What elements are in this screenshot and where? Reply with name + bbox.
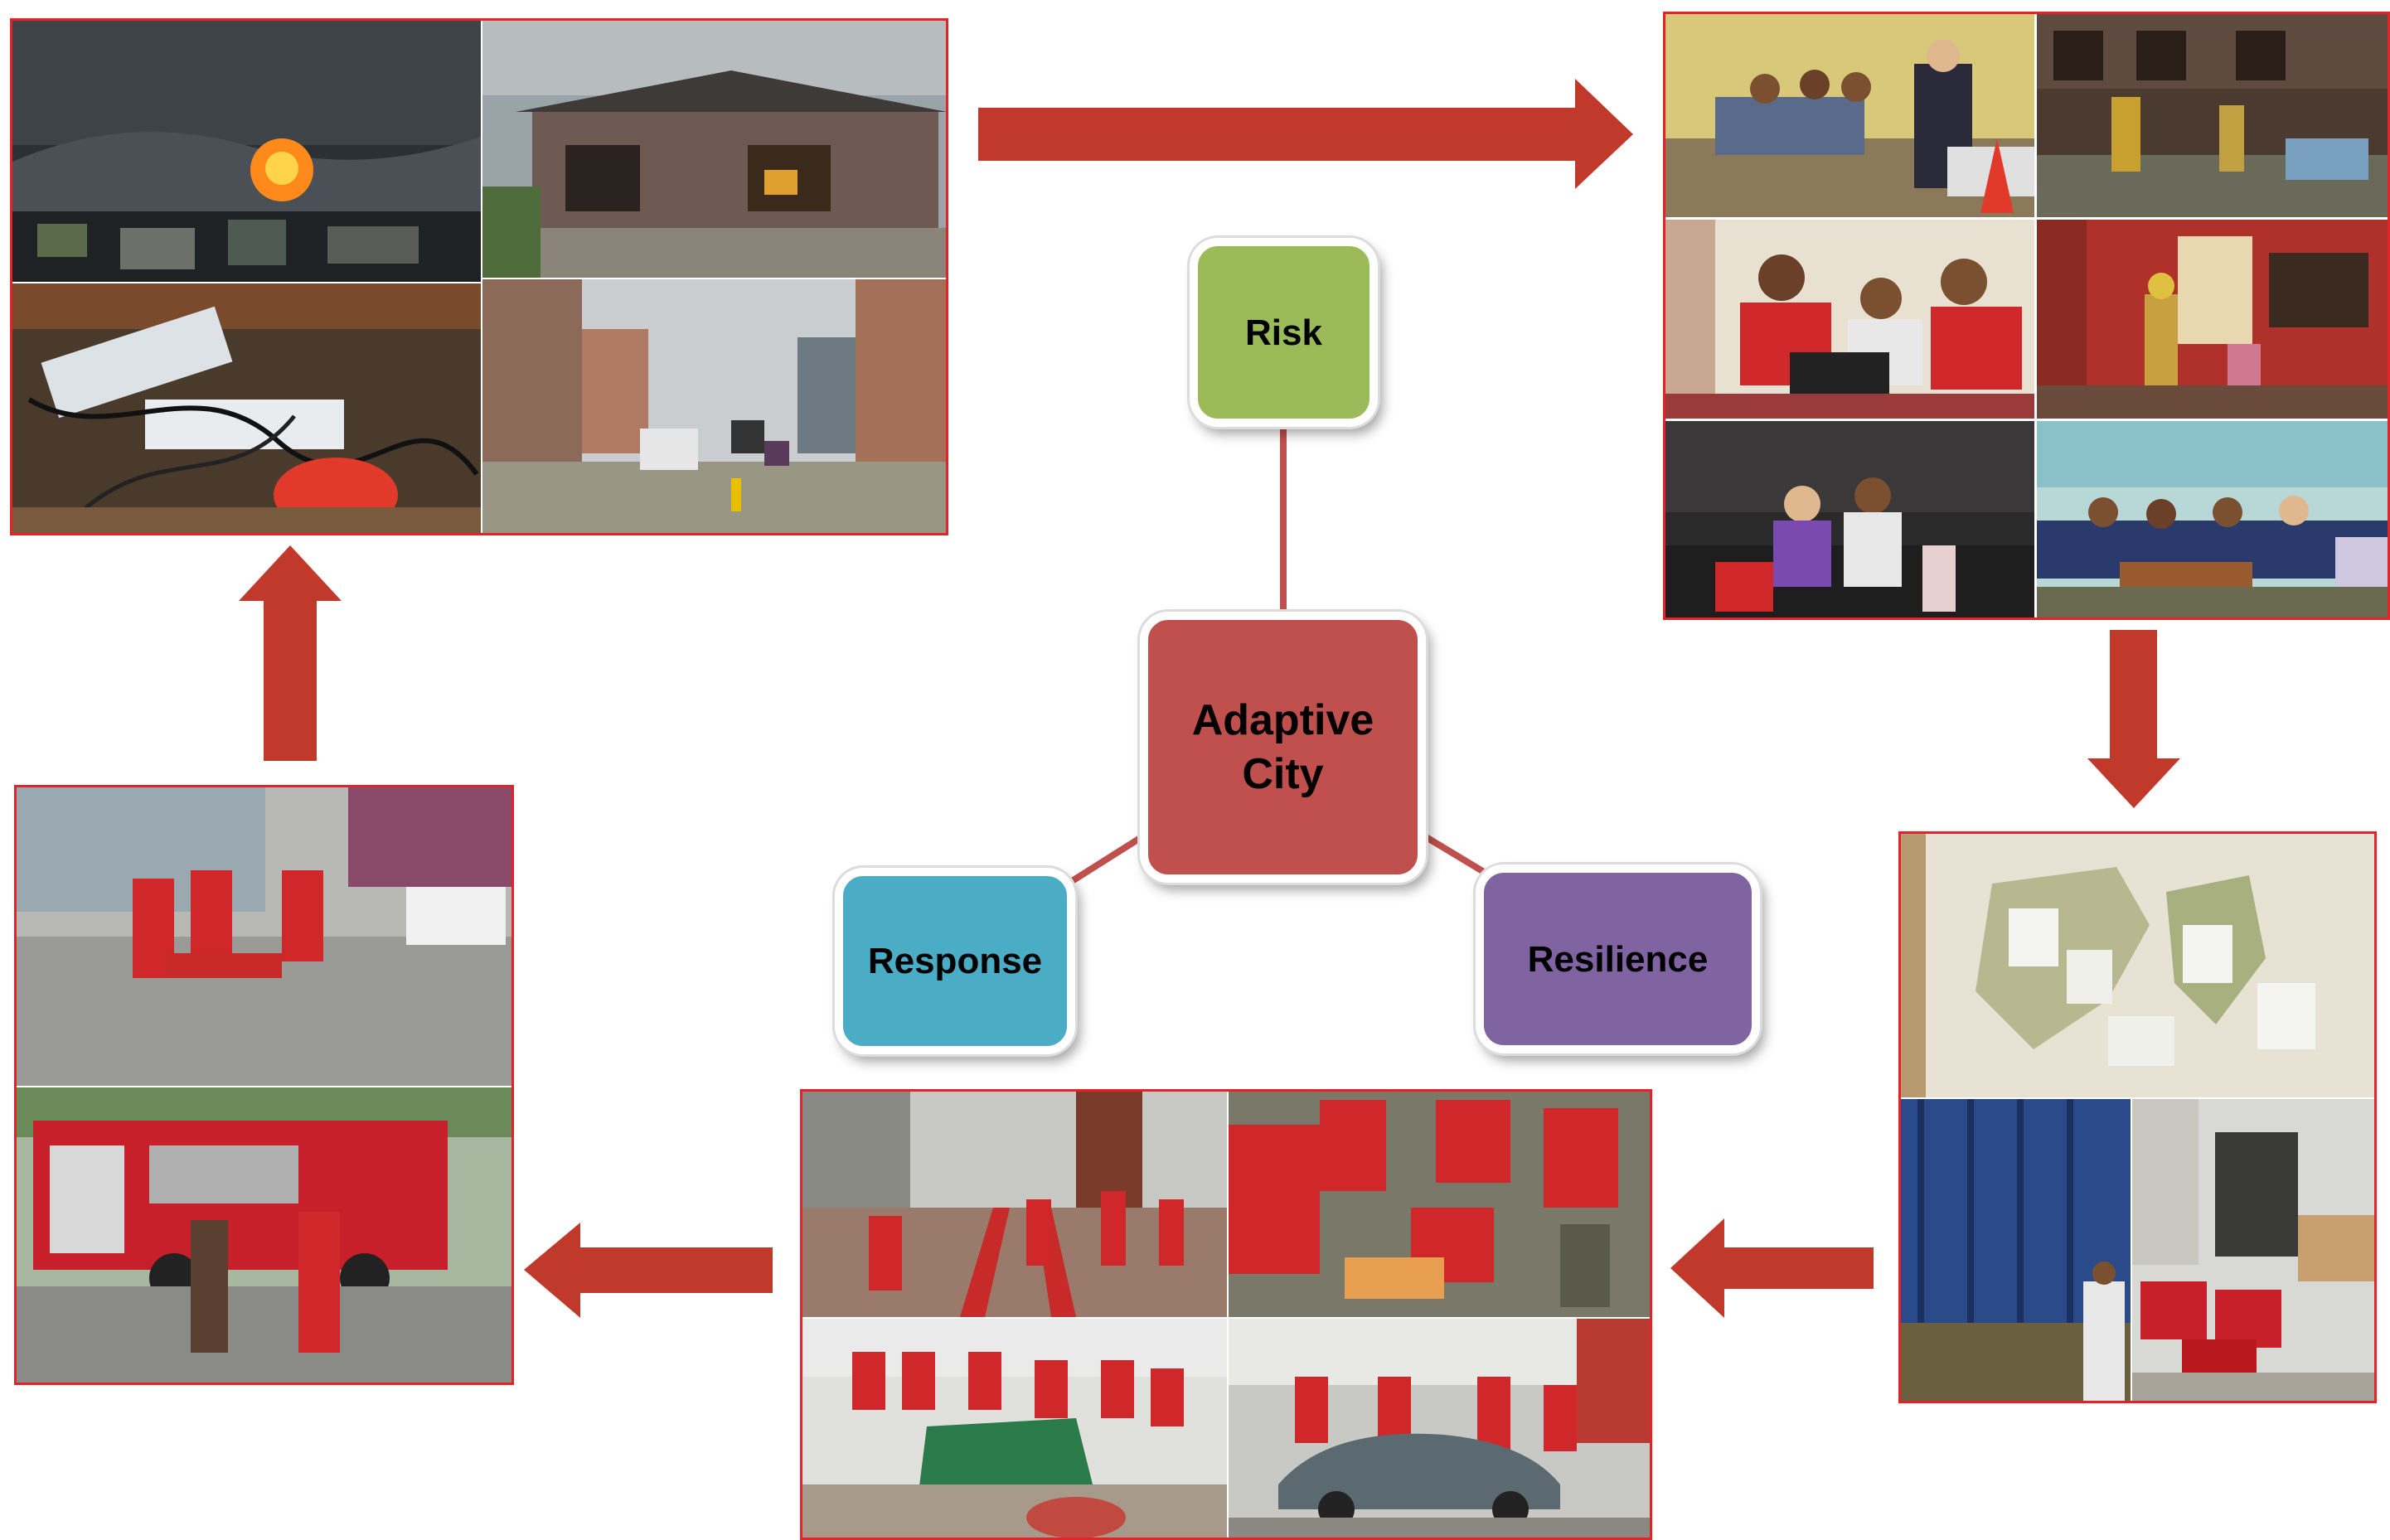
response-label: Response (867, 941, 1043, 981)
resilience-node: Resilience (1476, 864, 1760, 1053)
laptop-planning-photo (1665, 220, 2034, 419)
adaptive-city-label-line2: City (1242, 749, 1324, 798)
arrow-right-top (978, 79, 1633, 189)
mapping-collage (1898, 831, 2377, 1403)
hazards-collage (10, 18, 948, 535)
office-meeting-photo (1665, 14, 2034, 217)
adaptive-city-label: Adaptive City (1192, 694, 1374, 801)
burned-building-photo (482, 21, 946, 278)
flooded-street-photo (482, 279, 946, 533)
vehicle-extrication-photo (1229, 1319, 1650, 1538)
connector-resilience (1417, 830, 1486, 875)
connector-response (1067, 830, 1151, 886)
ward-map-photo (1901, 834, 2374, 1097)
lightning-fire-photo (12, 21, 481, 282)
training-collage (800, 1089, 1652, 1540)
arrow-left-bottom-right (1670, 1218, 1874, 1318)
sofa-meeting-photo (2037, 421, 2388, 617)
risk-node: Risk (1190, 238, 1378, 427)
response-node: Response (835, 868, 1075, 1054)
street-drill-photo (802, 1092, 1227, 1317)
arrow-down-right (2087, 630, 2180, 808)
building-inspection-photo (2037, 220, 2388, 419)
shipping-container-photo (1901, 1099, 2131, 1401)
rescue-equipment-photo (2132, 1099, 2374, 1401)
stretcher-drill-photo (802, 1319, 1227, 1538)
fire-engine-photo (17, 1087, 511, 1383)
response-collage (14, 785, 514, 1385)
assessment-collage (1663, 12, 2390, 620)
overloaded-power-strip-photo (12, 283, 481, 533)
courtyard-firefighters-photo (2037, 14, 2388, 217)
stretcher-carry-photo (17, 787, 511, 1086)
resilience-label: Resilience (1527, 938, 1709, 980)
risk-label: Risk (1245, 312, 1322, 353)
arrow-left-bottom-left (524, 1223, 773, 1318)
first-aid-drill-photo (1229, 1092, 1650, 1317)
adaptive-city-label-line1: Adaptive (1191, 695, 1374, 744)
adaptive-city-node: Adaptive City (1140, 612, 1426, 883)
arrow-up-left (239, 545, 342, 761)
office-discussion-photo (1665, 421, 2034, 617)
